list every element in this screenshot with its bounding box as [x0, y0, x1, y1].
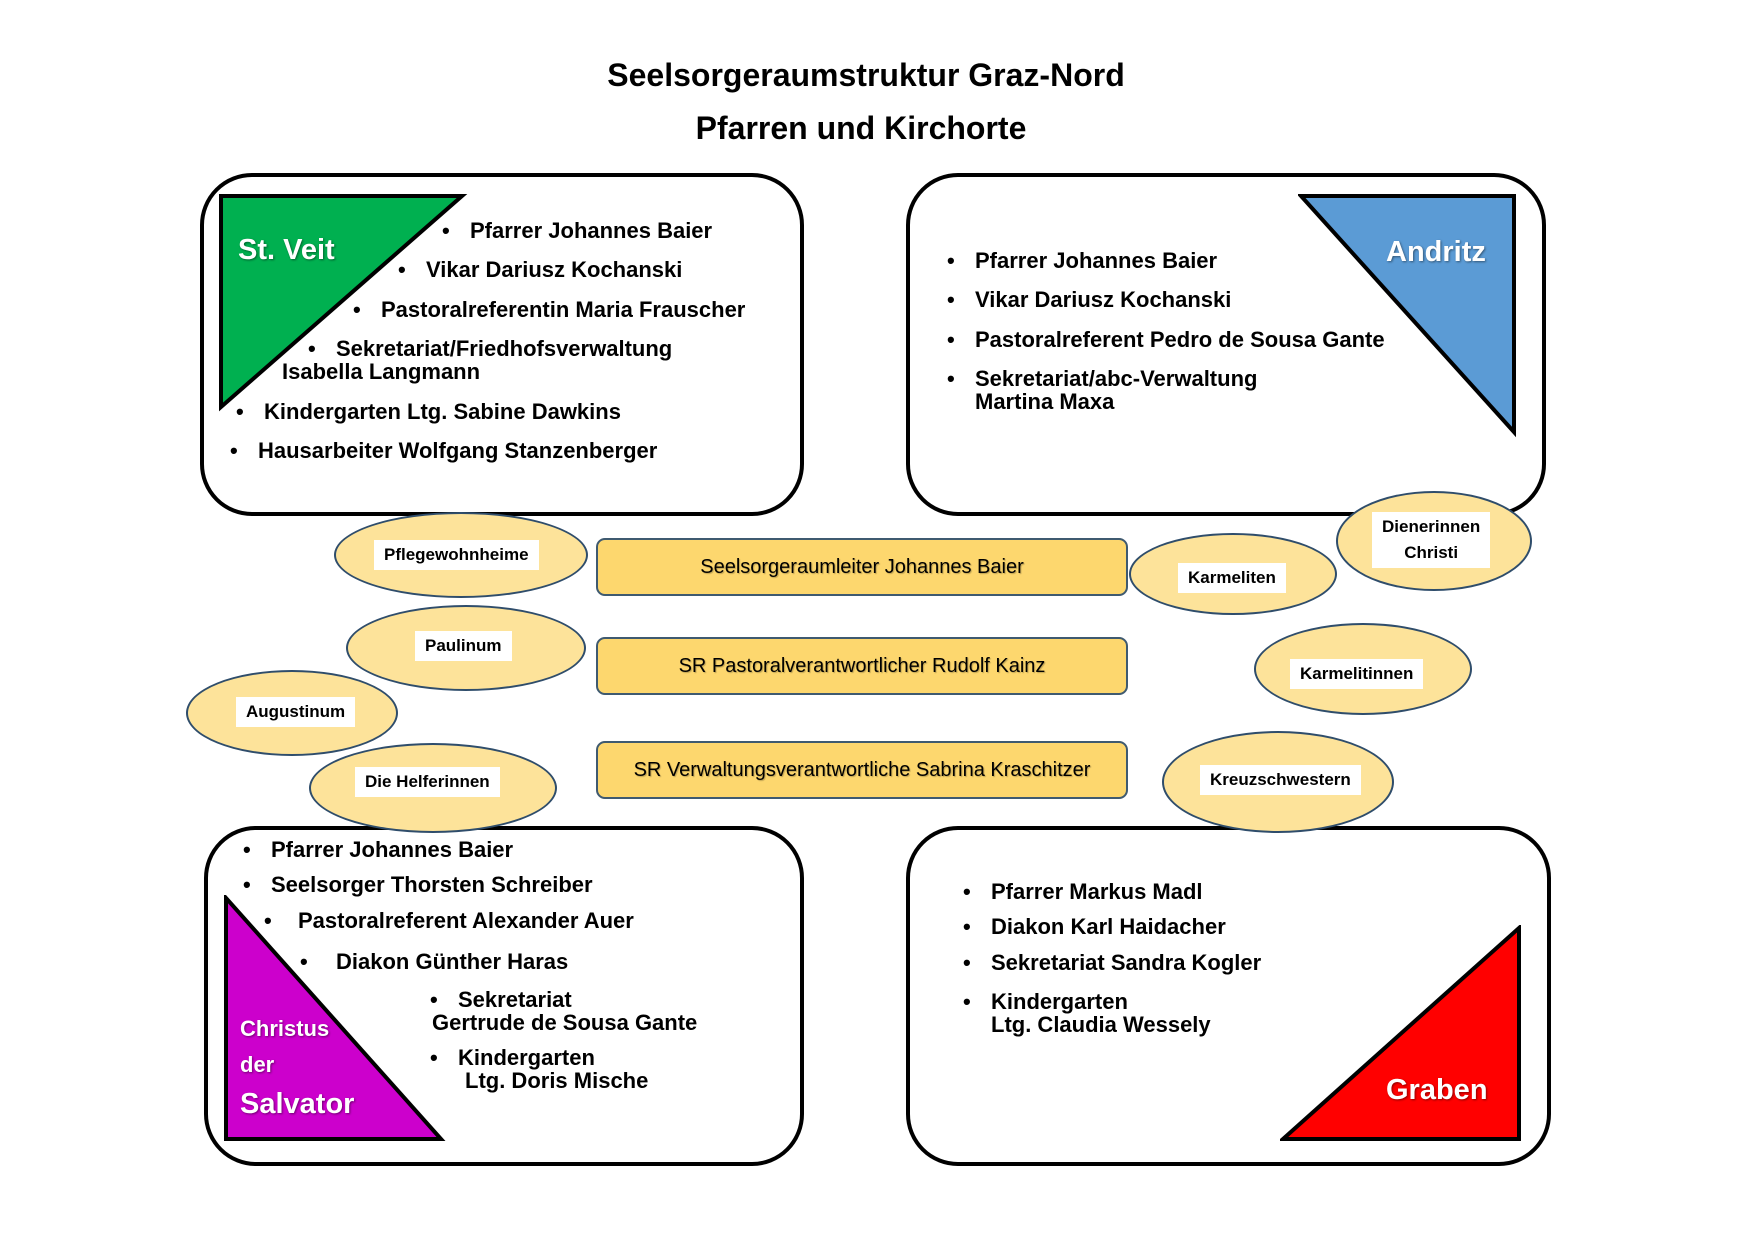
list-item: •Hausarbeiter Wolfgang Stanzenberger [230, 438, 658, 463]
christus-label-line3: Salvator [240, 1088, 355, 1120]
label-paulinum: Paulinum [415, 631, 512, 661]
list-item: •Vikar Dariusz Kochanski [947, 287, 1232, 312]
list-item: •Pfarrer Johannes Baier [243, 837, 514, 862]
st-veit-triangle [219, 194, 468, 412]
list-item: •Pfarrer Johannes Baier [442, 218, 713, 243]
andritz-label: Andritz [1386, 236, 1486, 268]
list-item: •Pastoralreferent Pedro de Sousa Gante [947, 327, 1385, 352]
andritz-triangle [1298, 194, 1516, 438]
list-item-continuation: Ltg. Doris Mische [465, 1068, 649, 1093]
list-item: •Pfarrer Markus Madl [963, 879, 1203, 904]
label-pflegewohnheime: Pflegewohnheime [374, 540, 539, 570]
list-item: •Diakon Karl Haidacher [963, 914, 1226, 939]
list-item: •Vikar Dariusz Kochanski [398, 257, 683, 282]
diagram-subtitle: Pfarren und Kirchorte [695, 110, 1027, 146]
graben-triangle [1280, 925, 1521, 1141]
list-item: •Kindergarten Ltg. Sabine Dawkins [236, 399, 621, 424]
list-item: •Sekretariat/Friedhofsverwaltung [308, 336, 673, 361]
list-item: •Sekretariat/abc-Verwaltung [947, 366, 1258, 391]
label-dienerinnen-christi: Dienerinnen Christi [1372, 512, 1491, 568]
label-die-helferinnen: Die Helferinnen [355, 767, 500, 797]
graben-label: Graben [1386, 1074, 1488, 1106]
list-item: •Pfarrer Johannes Baier [947, 248, 1218, 273]
list-item: •Kindergarten [963, 989, 1128, 1014]
label-karmelitinnen: Karmelitinnen [1290, 659, 1424, 689]
list-item: •Kindergarten [430, 1045, 595, 1070]
list-item-continuation: Martina Maxa [975, 389, 1115, 414]
label-karmeliten: Karmeliten [1178, 563, 1286, 593]
list-item: •Diakon Günther Haras [300, 949, 569, 974]
christus-label-line1: Christus [240, 1016, 330, 1041]
diagram-title: Seelsorgeraumstruktur Graz-Nord [607, 57, 1125, 93]
list-item: •Sekretariat Sandra Kogler [963, 950, 1262, 975]
list-item: •Pastoralreferent Alexander Auer [264, 908, 634, 933]
list-item-continuation: Ltg. Claudia Wessely [991, 1012, 1211, 1037]
list-item: •Pastoralreferentin Maria Frauscher [353, 297, 746, 322]
leadership-bar-pastoralverantwortlicher: SR Pastoralverantwortlicher Rudolf Kainz [596, 637, 1128, 695]
list-item: •Sekretariat [430, 987, 572, 1012]
leadership-bar-seelsorgeraumleiter: Seelsorgeraumleiter Johannes Baier [596, 538, 1128, 596]
christus-triangle [224, 895, 446, 1141]
st-veit-label: St. Veit [238, 234, 335, 266]
christus-label-line2: der [240, 1052, 275, 1077]
list-item: •Seelsorger Thorsten Schreiber [243, 872, 593, 897]
ellipse-paulinum [346, 605, 586, 691]
list-item-continuation: Isabella Langmann [282, 359, 481, 384]
leadership-bar-verwaltungsverantwortliche: SR Verwaltungsverantwortliche Sabrina Kr… [596, 741, 1128, 799]
label-augustinum: Augustinum [236, 697, 356, 727]
label-kreuzschwestern: Kreuzschwestern [1200, 765, 1361, 795]
list-item-continuation: Gertrude de Sousa Gante [432, 1010, 698, 1035]
